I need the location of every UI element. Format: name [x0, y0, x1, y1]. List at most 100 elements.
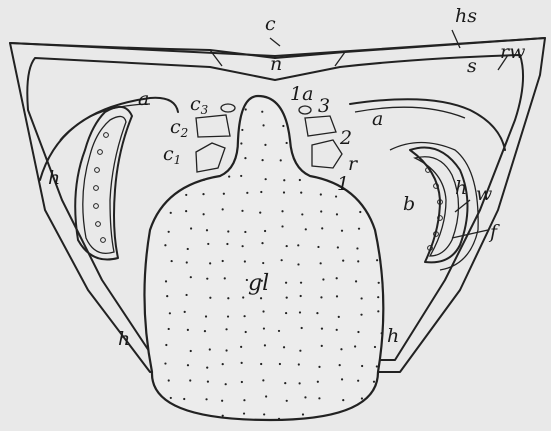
label-2: 2 [339, 127, 352, 149]
gl-stipple-dot [336, 277, 338, 279]
gl-stipple-dot [320, 296, 322, 298]
gl-stipple-dot [299, 311, 301, 313]
gl-stipple-dot [283, 191, 285, 193]
label-n: n [270, 53, 282, 75]
label-s: s [467, 55, 477, 77]
gl-stipple-dot [357, 260, 359, 262]
gl-stipple-dot [240, 142, 242, 144]
gl-stipple-dot [261, 159, 263, 161]
gl-stipple-dot [341, 230, 343, 232]
gl-stipple-dot [337, 246, 339, 248]
gl-stipple-dot [227, 315, 229, 317]
gl-stipple-dot [281, 259, 283, 261]
gl-stipple-dot [225, 383, 227, 385]
gl-stipple-dot [222, 208, 224, 210]
gl-stipple-dot [263, 413, 265, 415]
gl-stipple-dot [206, 367, 208, 369]
gl-stipple-dot [260, 297, 262, 299]
gl-stipple-dot [283, 179, 285, 181]
gl-stipple-dot [187, 248, 189, 250]
gl-stipple-dot [227, 230, 229, 232]
gl-stipple-dot [241, 210, 243, 212]
label-hs: hs [455, 5, 477, 27]
gl-stipple-dot [203, 213, 205, 215]
gl-stipple-dot [203, 179, 205, 181]
gl-stipple-dot [376, 365, 378, 367]
gl-stipple-dot [297, 244, 299, 246]
label-c2: c2 [170, 116, 188, 140]
label-b: b [403, 193, 415, 215]
gl-stipple-dot [299, 179, 301, 181]
gl-stipple-dot [301, 213, 303, 215]
gl-stipple-dot [300, 192, 302, 194]
label-a-right: a [372, 108, 383, 130]
gl-stipple-dot [286, 400, 288, 402]
gl-stipple-dot [166, 295, 168, 297]
gl-stipple-dot [244, 260, 246, 262]
gl-stipple-dot [280, 159, 282, 161]
gl-stipple-dot [209, 297, 211, 299]
gl-stipple-dot [378, 282, 380, 284]
gl-stipple-dot [261, 111, 263, 113]
gl-stipple-dot [170, 212, 172, 214]
gl-stipple-dot [265, 395, 267, 397]
gl-stipple-dot [320, 262, 322, 264]
gl-stipple-dot [357, 331, 359, 333]
gl-stipple-dot [260, 363, 262, 365]
organ-ring [94, 186, 99, 191]
gl-stipple-dot [299, 350, 301, 352]
gl-stipple-dot [243, 315, 245, 317]
gl-stipple-dot [184, 311, 186, 313]
gl-stipple-dot [225, 328, 227, 330]
gl-stipple-dot [241, 362, 243, 364]
gl-stipple-dot [279, 363, 281, 365]
gl-stipple-dot [320, 210, 322, 212]
gl-stipple-dot [185, 194, 187, 196]
gl-stipple-dot [264, 230, 266, 232]
gl-stipple-dot [299, 382, 301, 384]
gl-stipple-dot [377, 296, 379, 298]
c-leader [270, 38, 280, 46]
gl-stipple-dot [336, 329, 338, 331]
gl-stipple-dot [278, 418, 280, 420]
gl-stipple-dot [320, 193, 322, 195]
gl-stipple-dot [322, 278, 324, 280]
gl-stipple-dot [321, 345, 323, 347]
gl-stipple-dot [300, 295, 302, 297]
gl-stipple-dot [340, 348, 342, 350]
gl-stipple-dot [185, 210, 187, 212]
gl-stipple-dot [355, 280, 357, 282]
gl-stipple-dot [205, 315, 207, 317]
gl-stipple-dot [300, 282, 302, 284]
gl-stipple-dot [183, 398, 185, 400]
gl-stipple-dot [245, 108, 247, 110]
gl-stipple-dot [189, 379, 191, 381]
gl-stipple-dot [261, 242, 263, 244]
label-rw: rw [500, 41, 525, 63]
gl-stipple-dot [262, 379, 264, 381]
gl-stipple-dot [264, 144, 266, 146]
gl-stipple-dot [376, 259, 378, 261]
gl-stipple-dot [245, 331, 247, 333]
gl-stipple-dot [207, 243, 209, 245]
gl-stipple-dot [359, 211, 361, 213]
gl-stipple-dot [339, 364, 341, 366]
gl-stipple-dot [170, 397, 172, 399]
gl-stipple-dot [354, 345, 356, 347]
dorsal-inner-right [335, 52, 345, 66]
gl-stipple-dot [206, 229, 208, 231]
gl-stipple-dot [202, 193, 204, 195]
gl-stipple-dot [243, 412, 245, 414]
gl-stipple-dot [316, 312, 318, 314]
c3-cartilage [221, 104, 235, 112]
gl-stipple-dot [228, 175, 230, 177]
gl-stipple-dot [263, 327, 265, 329]
gl-stipple-dot [226, 243, 228, 245]
gl-stipple-dot [169, 312, 171, 314]
gl-stipple-dot [187, 364, 189, 366]
gl-stipple-dot [224, 277, 226, 279]
label-h-left-lower: h [118, 328, 130, 350]
gl-stipple-dot [338, 316, 340, 318]
gl-stipple-dot [209, 348, 211, 350]
gl-stipple-dot [283, 346, 285, 348]
